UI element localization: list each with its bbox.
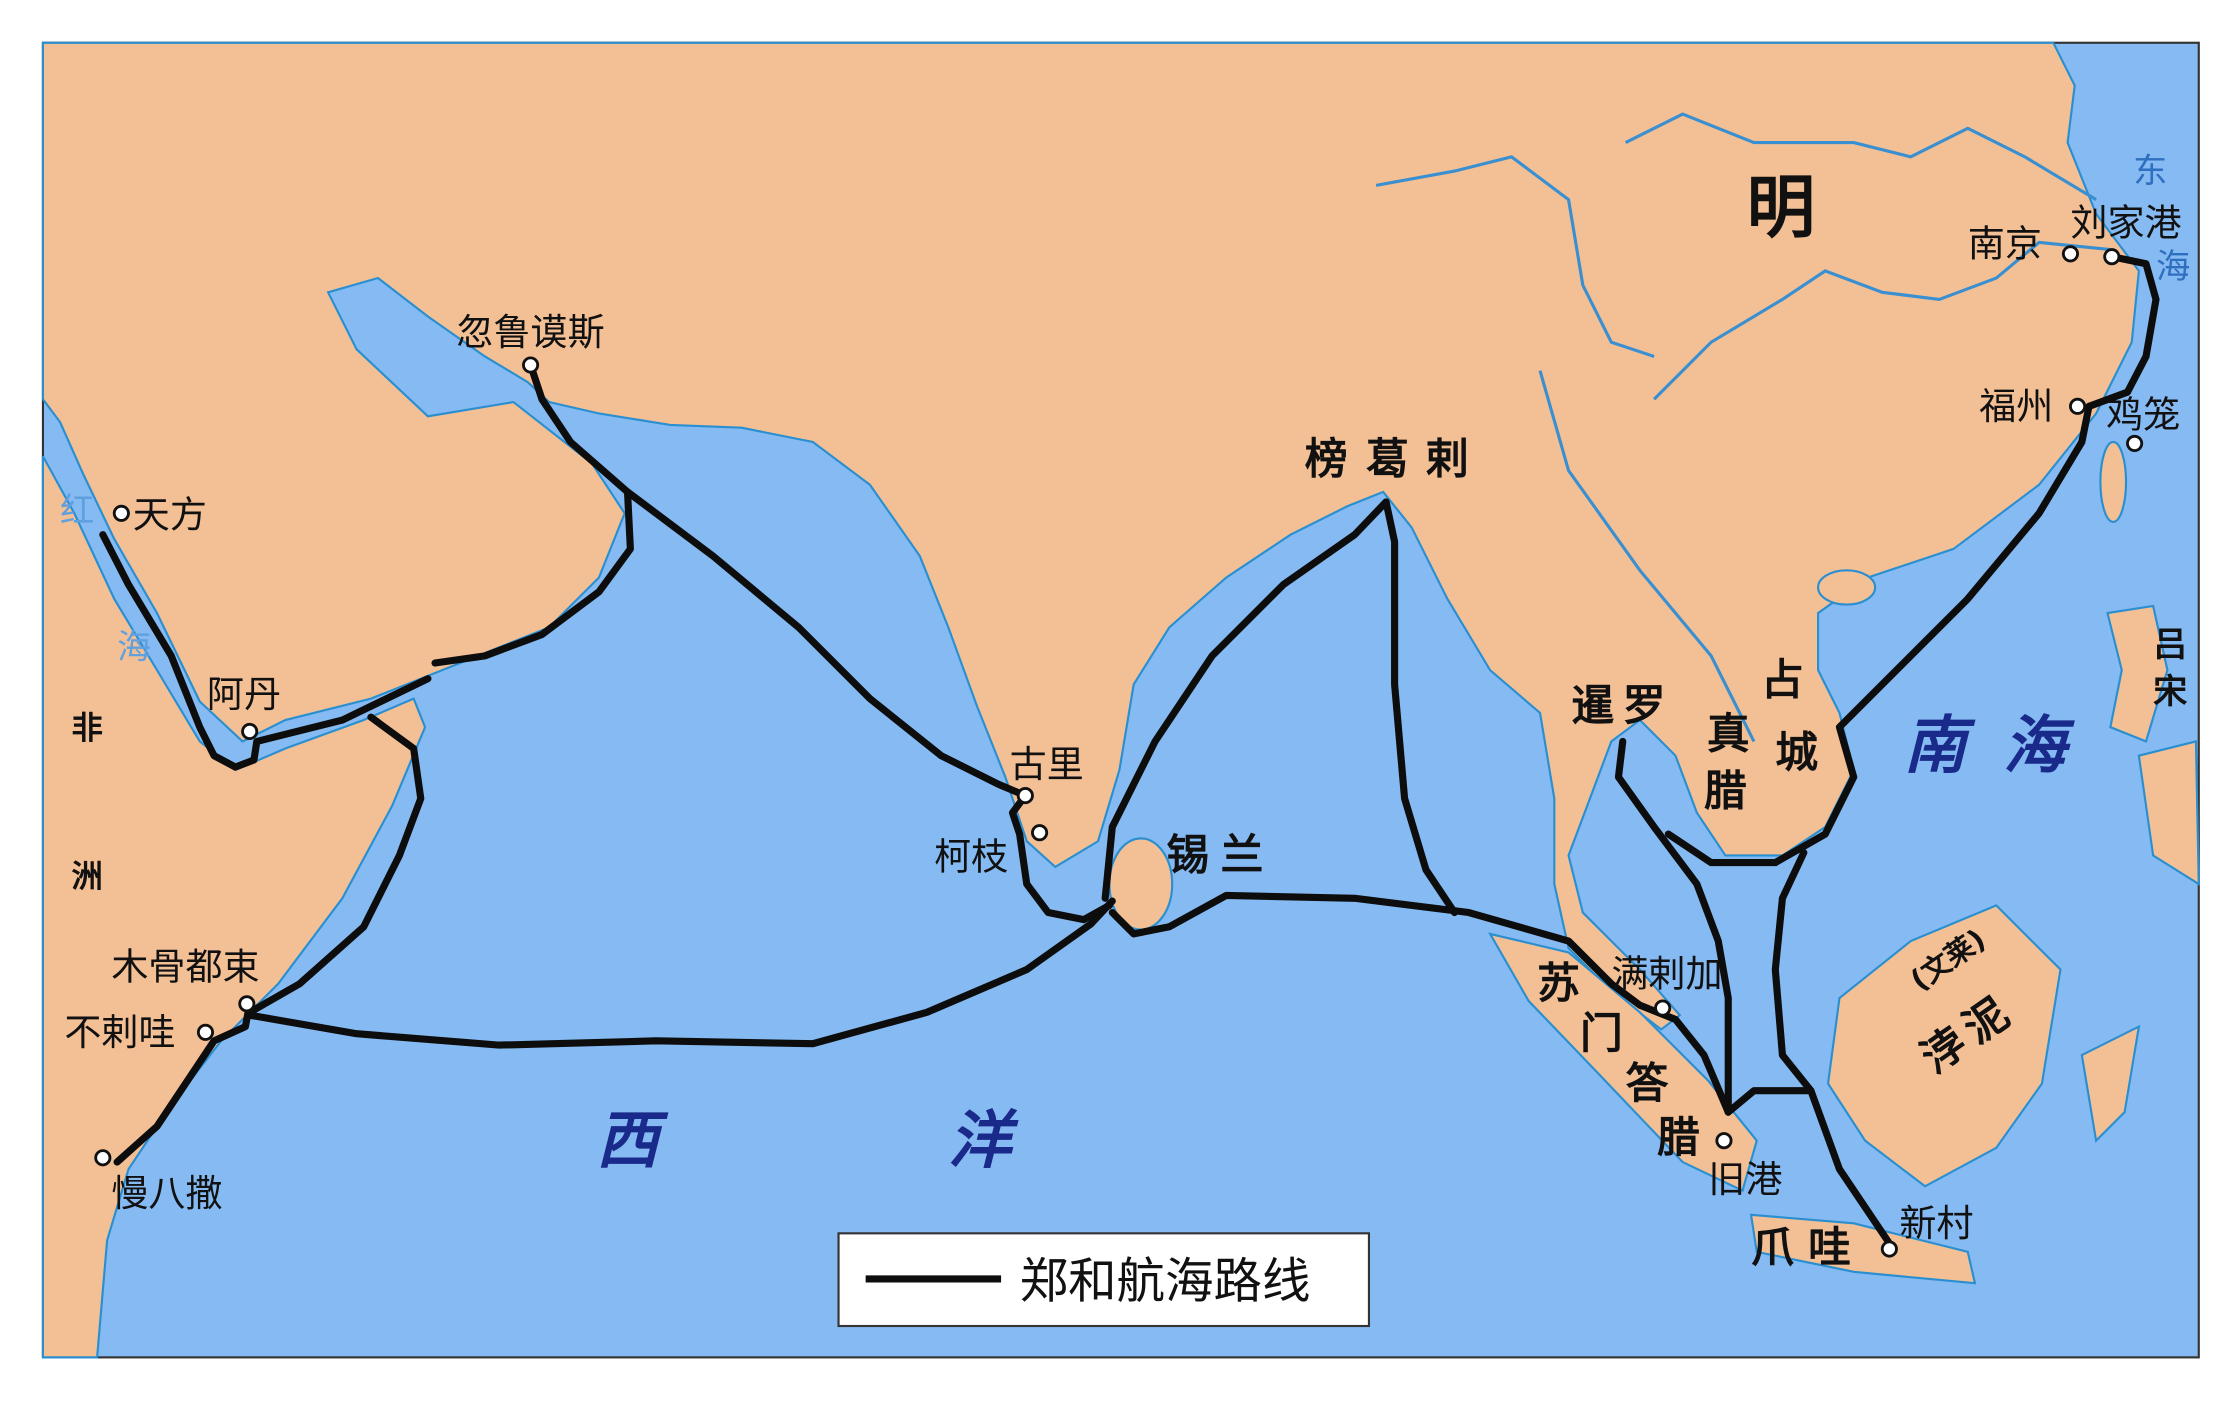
label-bangladesh-1: 榜 — [1305, 434, 1348, 484]
route-china-coast — [2085, 253, 2160, 410]
philippines-islands — [2137, 740, 2200, 886]
port-dot-cochin — [1031, 824, 1049, 842]
route-champa-java — [1771, 849, 1893, 1247]
legend-route-label: 郑和航海路线 — [1020, 1253, 1311, 1309]
java-island — [1749, 1213, 1977, 1285]
label-south-sea-1: 南 — [1904, 709, 1976, 782]
label-luzon-1: 吕 — [2153, 625, 2187, 665]
label-africa-1: 非 — [71, 711, 102, 747]
port-dot-nanjing — [2061, 245, 2079, 263]
hainan-island — [1817, 569, 1877, 606]
voyage-routes — [99, 253, 2160, 1247]
port-dot-liujiagang — [2103, 248, 2121, 266]
africa-land — [41, 455, 427, 1359]
label-gresik: 新村 — [1899, 1202, 1973, 1245]
label-fuzhou: 福州 — [1979, 385, 2053, 428]
label-bangladesh-2: 葛 — [1366, 434, 1409, 484]
label-java: 爪哇 — [1751, 1223, 1865, 1273]
taiwan-island — [2099, 440, 2128, 523]
port-dot-palembang — [1715, 1132, 1733, 1150]
route-siam-palembang — [1614, 737, 1732, 1116]
port-markers — [94, 245, 2144, 1258]
yellow-river — [1624, 112, 2097, 201]
label-africa-2: 洲 — [71, 859, 102, 895]
label-nanjing: 南京 — [1968, 223, 2042, 266]
label-red-sea-1: 红 — [60, 491, 94, 531]
borneo-island — [1826, 904, 2062, 1188]
port-dot-mombasa — [94, 1149, 112, 1167]
label-east-sea-2: 海 — [2156, 247, 2190, 287]
route-palembang-link — [1724, 1087, 1815, 1116]
label-east-sea-1: 东 — [2133, 152, 2167, 192]
label-ceylon: 锡兰 — [1166, 831, 1274, 881]
label-aden: 阿丹 — [207, 673, 281, 716]
asia-land — [41, 41, 2140, 1031]
label-mombasa: 慢八撒 — [111, 1172, 222, 1215]
luzon-island — [2106, 604, 2169, 743]
label-mogadishu: 木骨都束 — [111, 946, 259, 989]
yangtze-river — [1652, 240, 2111, 401]
route-hormuz-aden — [431, 361, 634, 667]
port-dot-jilong — [2126, 434, 2144, 452]
label-brava: 不剌哇 — [64, 1011, 175, 1054]
port-dot-brava — [196, 1023, 215, 1041]
port-dot-aden — [241, 722, 259, 740]
label-sumatra-1: 苏 — [1537, 959, 1580, 1009]
label-jilong: 鸡笼 — [2106, 394, 2180, 437]
label-red-sea-2: 海 — [117, 628, 151, 668]
port-dot-hormuz — [522, 356, 540, 374]
label-liujiagang: 刘家港 — [2070, 201, 2181, 244]
label-zhenla-1: 真 — [1707, 710, 1750, 760]
route-ceylon-bengal — [1101, 498, 1459, 917]
label-luzon-2: 宋 — [2153, 672, 2188, 712]
label-west-ocean-2: 洋 — [948, 1104, 1019, 1177]
port-labels: 忽鲁谟斯 天方 阿丹 古里 柯枝 木骨都束 不剌哇 慢八撒 满剌加 旧港 新村 … — [64, 201, 2181, 1245]
label-hormuz: 忽鲁谟斯 — [456, 311, 604, 354]
label-cochin: 柯枝 — [934, 836, 1008, 879]
rivers — [1375, 112, 2111, 743]
label-champa-2: 城 — [1775, 728, 1818, 778]
label-zhenla-2: 腊 — [1704, 767, 1747, 817]
label-malacca: 满剌加 — [1611, 953, 1722, 996]
label-sumatra-3: 答 — [1626, 1059, 1669, 1109]
route-hormuz-calicut — [623, 488, 1029, 800]
route-champa-fujian — [1664, 402, 2093, 867]
label-ming: 明 — [1747, 168, 1815, 248]
sumatra-island — [1487, 932, 1758, 1193]
port-dot-calicut — [1016, 787, 1034, 805]
route-aden-mogadishu — [246, 713, 425, 1016]
mekong-river — [1538, 370, 1756, 743]
legend: 郑和航海路线 — [837, 1232, 1371, 1328]
route-ceylon-malacca — [1108, 891, 1732, 1116]
sea-labels: 西 洋 南 海 东 海 红 海 — [60, 152, 2190, 1178]
port-dot-gresik — [1880, 1240, 1898, 1258]
label-bangladesh-3: 剌 — [1426, 434, 1469, 484]
label-palembang: 旧港 — [1708, 1158, 1782, 1201]
route-mogadishu-ceylon — [246, 897, 1116, 1049]
label-sumatra-4: 腊 — [1657, 1113, 1700, 1163]
route-african-coast — [113, 1000, 254, 1166]
port-dot-mecca — [112, 504, 130, 522]
label-west-ocean-1: 西 — [596, 1104, 669, 1177]
port-dot-malacca — [1654, 999, 1672, 1017]
sulawesi-island — [2080, 1024, 2141, 1143]
label-siam: 暹罗 — [1571, 681, 1674, 731]
port-dot-mogadishu — [238, 995, 256, 1013]
route-red-sea — [99, 531, 432, 771]
label-mecca: 天方 — [133, 494, 207, 537]
label-champa-1: 占 — [1761, 655, 1804, 705]
landmasses — [41, 41, 2200, 1359]
label-sumatra-2: 门 — [1580, 1009, 1623, 1059]
western-river — [1375, 155, 1655, 358]
label-calicut: 古里 — [1010, 743, 1084, 786]
label-south-sea-2: 海 — [2003, 709, 2075, 782]
route-calicut-ceylon — [1008, 792, 1114, 924]
port-dot-fuzhou — [2069, 397, 2087, 415]
